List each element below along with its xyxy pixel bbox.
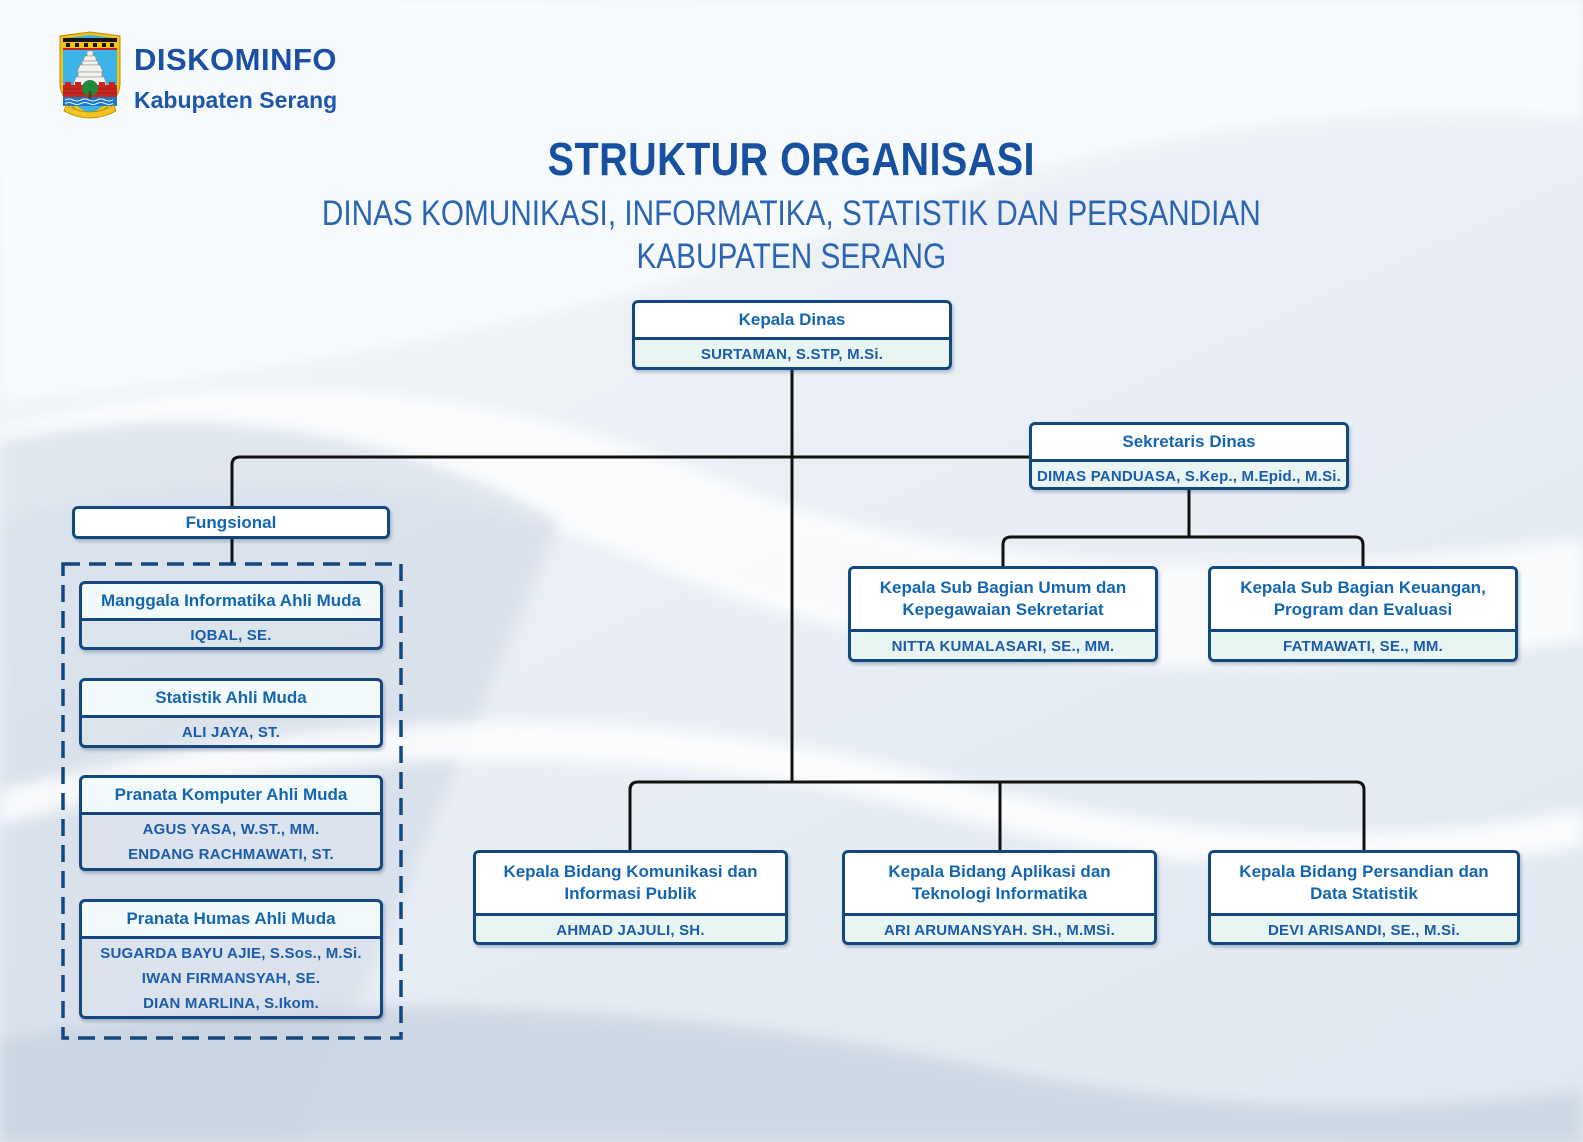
node-name: SURTAMAN, S.STP, M.Si. bbox=[700, 346, 884, 363]
node-title: Pranata Komputer Ahli Muda bbox=[82, 778, 380, 815]
brand-block: DISKOMINFO Kabupaten Serang bbox=[134, 42, 337, 114]
org-node-pranata-humas: Pranata Humas Ahli Muda SUGARDA BAYU AJI… bbox=[79, 899, 383, 1019]
node-name: DEVI ARISANDI, SE., M.Si. bbox=[1268, 922, 1460, 939]
page-title: STRUKTUR ORGANISASI bbox=[547, 133, 1036, 185]
line-bidang-tee bbox=[628, 780, 1366, 850]
node-name: AHMAD JAJULI, SH. bbox=[556, 922, 705, 939]
node-name: IWAN FIRMANSYAH, SE. bbox=[141, 970, 321, 987]
org-node-manggala-informatika: Manggala Informatika Ahli Muda IQBAL, SE… bbox=[79, 581, 383, 650]
node-title: Kepala Sub Bagian Umum dan Kepegawaian S… bbox=[851, 569, 1155, 632]
heading-block: STRUKTUR ORGANISASI DINAS KOMUNIKASI, IN… bbox=[0, 132, 1583, 278]
node-name: IQBAL, SE. bbox=[190, 627, 272, 644]
node-title: Manggala Informatika Ahli Muda bbox=[82, 584, 380, 621]
node-name: ENDANG RACHMAWATI, ST. bbox=[128, 846, 334, 863]
node-name: ARI ARUMANSYAH. SH., M.MSi. bbox=[884, 922, 1115, 939]
org-node-bidang-persandian: Kepala Bidang Persandian dan Data Statis… bbox=[1208, 850, 1520, 945]
org-node-bidang-aplikasi: Kepala Bidang Aplikasi dan Teknologi Inf… bbox=[842, 850, 1157, 945]
node-title: Kepala Bidang Aplikasi dan Teknologi Inf… bbox=[845, 853, 1154, 916]
node-title: Kepala Dinas bbox=[635, 303, 949, 340]
node-title: Sekretaris Dinas bbox=[1032, 425, 1346, 462]
node-title: Fungsional bbox=[75, 509, 387, 536]
node-title: Kepala Bidang Persandian dan Data Statis… bbox=[1211, 853, 1517, 916]
org-node-kepala-dinas: Kepala Dinas SURTAMAN, S.STP, M.Si. bbox=[632, 300, 952, 370]
org-node-fungsional-label: Fungsional bbox=[72, 506, 390, 539]
node-title: Kepala Sub Bagian Keuangan, Program dan … bbox=[1211, 569, 1515, 632]
org-node-subbagian-umum: Kepala Sub Bagian Umum dan Kepegawaian S… bbox=[848, 566, 1158, 662]
org-node-pranata-komputer: Pranata Komputer Ahli Muda AGUS YASA, W.… bbox=[79, 775, 383, 871]
org-node-sekretaris-dinas: Sekretaris Dinas DIMAS PANDUASA, S.Kep.,… bbox=[1029, 422, 1349, 490]
line-subbagian-tee bbox=[1001, 535, 1365, 566]
kabupaten-serang-crest-icon bbox=[59, 31, 121, 119]
org-node-bidang-komunikasi: Kepala Bidang Komunikasi dan Informasi P… bbox=[473, 850, 788, 945]
node-name: SUGARDA BAYU AJIE, S.Sos., M.Si. bbox=[100, 945, 362, 962]
brand-region: Kabupaten Serang bbox=[134, 87, 338, 113]
node-name: NITTA KUMALASARI, SE., MM. bbox=[891, 638, 1115, 655]
node-name: AGUS YASA, W.ST., MM. bbox=[142, 821, 320, 838]
node-title: Pranata Humas Ahli Muda bbox=[82, 902, 380, 939]
subtitle-line-2: KABUPATEN SERANG bbox=[636, 237, 947, 276]
org-node-statistik: Statistik Ahli Muda ALI JAYA, ST. bbox=[79, 678, 383, 748]
org-node-subbagian-keuangan: Kepala Sub Bagian Keuangan, Program dan … bbox=[1208, 566, 1518, 662]
node-name: DIAN MARLINA, S.Ikom. bbox=[143, 995, 319, 1012]
node-title: Statistik Ahli Muda bbox=[82, 681, 380, 718]
node-name: FATMAWATI, SE., MM. bbox=[1283, 638, 1443, 655]
page-subtitle: DINAS KOMUNIKASI, INFORMATIKA, STATISTIK… bbox=[322, 192, 1261, 278]
node-title: Kepala Bidang Komunikasi dan Informasi P… bbox=[476, 853, 785, 916]
line-to-fungsional bbox=[230, 455, 1029, 563]
subtitle-line-1: DINAS KOMUNIKASI, INFORMATIKA, STATISTIK… bbox=[322, 194, 1261, 233]
brand-name: DISKOMINFO bbox=[134, 42, 338, 77]
node-name: ALI JAYA, ST. bbox=[181, 724, 281, 741]
node-name: DIMAS PANDUASA, S.Kep., M.Epid., M.Si. bbox=[1037, 468, 1342, 485]
fungsional-group-outline bbox=[61, 562, 403, 1040]
